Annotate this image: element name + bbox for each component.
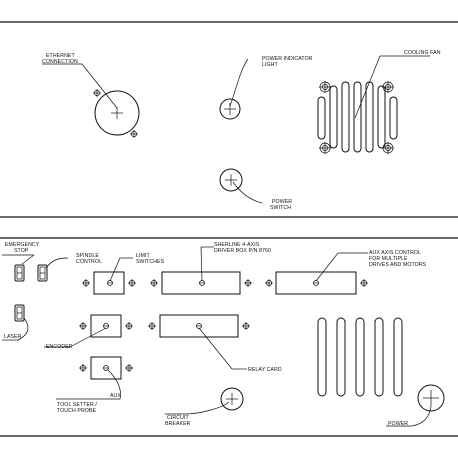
- aux-axis-label-line1: AUX AXIS CONTROL: [369, 250, 421, 256]
- ethernet-port-circle: [94, 90, 140, 136]
- laser-leader-line: [17, 317, 29, 341]
- laser-switch: LASER: [2, 304, 29, 341]
- ethernet-leader-line: [81, 63, 118, 109]
- relay-card-screw-right: [242, 322, 250, 330]
- limit-switches-leader-line: [109, 257, 121, 282]
- aux-axis-leader-line: [315, 252, 339, 282]
- power-indicator-circle: [219, 98, 241, 120]
- ethernet-screw-top-left: [93, 89, 101, 97]
- ethernet-label-line2: CONNECTION: [42, 59, 78, 65]
- circuit-breaker-circle: [220, 387, 244, 411]
- aux-axis-label-line2: FOR MULTIPLE: [369, 256, 408, 262]
- relay-card-leader-line: [198, 327, 233, 370]
- spindle-control-leader-line: [45, 257, 69, 269]
- limit-switches-label-line2: SWITCHES: [136, 259, 165, 265]
- power-switch: POWER SWITCH: [219, 168, 292, 211]
- power-indicator-leader-line: [229, 58, 249, 107]
- sherline-screw-left: [150, 279, 158, 287]
- encoder-screw-left: [79, 322, 87, 330]
- aux-label: AUX: [110, 393, 121, 399]
- tool-setter-connector: AUX TOOL SETTER / TOUCH PROBE: [56, 356, 133, 414]
- spindle-control-label-line1: SPINDLE: [76, 253, 99, 259]
- circuit-breaker-label-line1: CIRCUIT: [167, 415, 189, 421]
- aux-axis-screw-left: [265, 279, 273, 287]
- circuit-breaker-label-line2: BREAKER: [165, 421, 191, 427]
- power-switch-label-line2: SWITCH: [270, 205, 291, 211]
- ethernet-screw-bottom-right: [130, 130, 138, 138]
- cooling-fan: COOLING FAN: [317, 50, 441, 154]
- sherline-driver-body: [161, 271, 241, 295]
- tool-setter-screw-left: [79, 364, 87, 372]
- relay-card-label: RELAY CARD: [248, 367, 282, 373]
- encoder-screw-right: [125, 322, 133, 330]
- relay-card-screw-left: [148, 322, 156, 330]
- spindle-control-switch: SPINDLE CONTROL: [37, 253, 102, 282]
- limit-switches-connector: LIMIT SWITCHES: [82, 253, 165, 295]
- power-label: POWER: [388, 421, 408, 427]
- ethernet-center-mark: [111, 107, 123, 119]
- ventilation-slots: [317, 317, 403, 397]
- power-indicator-label-line1: POWER INDICATOR: [262, 56, 313, 62]
- power-indicator-label-line2: LIGHT: [262, 62, 279, 68]
- top-panel: ETHERNET CONNECTION POWER INDICATOR LIGH…: [0, 21, 458, 218]
- encoder-label: ENCODER: [46, 344, 73, 350]
- ethernet-label-line1: ETHERNET: [46, 53, 75, 59]
- emergency-stop-leader-line: [21, 254, 35, 265]
- fan-grille-slots: [317, 81, 398, 153]
- limit-switches-screw-left: [82, 279, 90, 287]
- sherline-driver-connector: SHERLINE 4-AXIS DRIVER BOX P/N 8760: [150, 242, 271, 295]
- sherline-label-line1: SHERLINE 4-AXIS: [214, 242, 260, 248]
- laser-label: LASER: [4, 334, 22, 340]
- aux-axis-label-line3: DRIVES AND MOTORS: [369, 262, 427, 268]
- circuit-breaker-leader-line: [184, 401, 230, 415]
- emergency-stop-label-line2: STOP: [14, 248, 29, 254]
- tool-setter-label-line2: TOUCH PROBE: [57, 408, 96, 414]
- tool-setter-label-line1: TOOL SETTER /: [57, 402, 97, 408]
- sherline-screw-right: [244, 279, 252, 287]
- encoder-connector: ENCODER: [44, 314, 133, 350]
- relay-card-connector: RELAY CARD: [148, 314, 282, 373]
- emergency-stop-switch: EMERGENCY STOP: [2, 242, 40, 282]
- power-socket: POWER: [386, 384, 445, 427]
- encoder-leader-line: [69, 327, 107, 348]
- power-socket-circle: [417, 384, 445, 412]
- tool-setter-body: [90, 356, 122, 380]
- power-switch-circle: [219, 168, 243, 192]
- aux-axis-screw-right: [360, 279, 368, 287]
- encoder-body: [90, 314, 122, 338]
- limit-switches-label-line1: LIMIT: [136, 253, 150, 259]
- sherline-label-line2: DRIVER BOX P/N 8760: [214, 248, 271, 254]
- limit-switches-body: [93, 271, 125, 295]
- fan-screw-bottom-left: [319, 142, 331, 154]
- emergency-stop-label-line1: EMERGENCY: [5, 242, 40, 248]
- cooling-fan-label: COOLING FAN: [404, 50, 441, 56]
- sherline-leader-line: [200, 246, 203, 282]
- circuit-breaker: CIRCUIT BREAKER: [165, 387, 244, 427]
- limit-switches-screw-right: [128, 279, 136, 287]
- relay-card-body: [159, 314, 239, 338]
- aux-axis-connector: AUX AXIS CONTROL FOR MULTIPLE DRIVES AND…: [265, 250, 427, 295]
- cooling-fan-leader-line: [354, 55, 381, 119]
- fan-screw-top-left: [319, 81, 331, 93]
- aux-axis-body: [275, 271, 357, 295]
- power-switch-label-line1: POWER: [272, 199, 292, 205]
- spindle-control-label-line2: CONTROL: [76, 259, 102, 265]
- power-socket-leader-line: [411, 405, 432, 427]
- power-switch-leader-line: [232, 181, 263, 204]
- ethernet-connector: ETHERNET CONNECTION: [42, 53, 140, 138]
- bottom-panel: EMERGENCY STOP SPINDLE CONTROL LASER: [0, 237, 458, 437]
- tool-setter-screw-right: [125, 364, 133, 372]
- power-indicator-light: POWER INDICATOR LIGHT: [219, 56, 313, 120]
- tool-setter-leader-line: [107, 369, 121, 400]
